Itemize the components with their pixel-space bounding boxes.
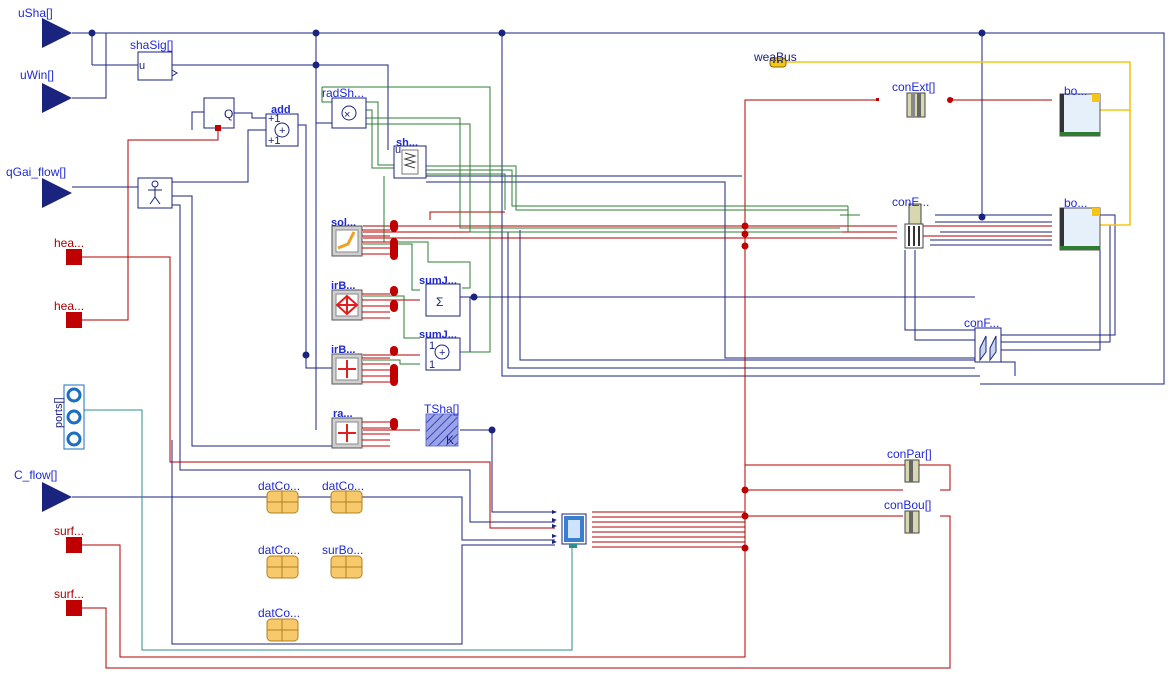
port-surf-2: surf... [54,587,84,616]
block-irB-1[interactable]: irB... [331,280,363,321]
block-conF[interactable]: conF... [964,316,1002,363]
input-C-flow: C_flow[] [14,468,72,512]
block-sumJ-1[interactable]: Σ sumJ... [419,275,461,317]
weather-bus[interactable]: weaBus [753,50,797,68]
label-sumJ-1: sumJ... [419,275,457,287]
navy-junctions [88,29,986,434]
fluid-ports: ports[] [53,384,85,450]
label-uSha: uSha[] [18,6,53,20]
label-sh-u: u [395,144,401,156]
label-TSha-unit: K [446,433,454,447]
record-datCo-1[interactable]: datCo... [258,479,300,514]
label-surf-2: surf... [54,587,84,601]
label-conPar: conPar[] [887,447,932,461]
block-bo-2[interactable]: bo... [1059,196,1101,251]
svg-text:+: + [279,125,285,137]
block-TSha[interactable]: TSha[] K [424,402,459,447]
label-datCo-2: datCo... [322,479,364,493]
label-sol: sol... [331,217,356,229]
label-bo-1: bo... [1064,84,1087,98]
record-datCo-3[interactable]: datCo... [258,543,300,579]
label-datCo-1: datCo... [258,479,300,493]
record-datCo-4[interactable]: datCo... [258,606,300,642]
block-air-volume[interactable] [552,510,587,548]
port-surf-1: surf... [54,524,84,553]
svg-text:×: × [344,109,350,121]
label-weaBus: weaBus [753,50,797,64]
solar-output-stubs [362,229,390,447]
label-datCo-4: datCo... [258,606,300,620]
label-radSh: radSh... [322,86,364,100]
label-ra: ra... [333,408,353,420]
label-irB-1: irB... [331,280,355,292]
label-C-flow: C_flow[] [14,468,57,482]
record-surBo[interactable]: surBo... [322,543,363,579]
label-sh: sh... [396,137,418,149]
label-shaSig-u: u [139,60,145,72]
label-ports: ports[] [53,397,65,428]
port-hea-1: hea... [54,236,84,265]
block-conE[interactable]: conE... [892,195,929,249]
teal-connections [84,409,573,651]
label-conBou: conBou[] [884,498,931,512]
block-radSh[interactable]: × radSh... [322,86,367,129]
block-ra[interactable]: ra... [331,408,363,449]
label-q: Q [224,107,233,121]
gold-connections [786,61,1131,226]
label-irB-2: irB... [331,344,355,356]
heat-port-bundles [390,220,398,430]
block-occupancy[interactable] [137,177,173,209]
label-add-plus2: +1 [268,135,281,147]
block-add[interactable]: add +1 +1 + [265,104,299,147]
block-sol[interactable]: sol... [331,217,363,257]
record-datCo-2[interactable]: datCo... [322,479,364,514]
label-add-plus1: +1 [268,113,281,125]
label-datCo-3: datCo... [258,543,300,557]
label-sumJ-2-in2: 1 [429,359,435,371]
svg-text:+: + [439,347,445,359]
svg-text:Σ: Σ [436,295,443,309]
block-q[interactable]: Q [203,97,235,131]
label-surf-1: surf... [54,524,84,538]
red-junctions [741,97,953,552]
label-hea-2: hea... [54,299,84,313]
navy-connections [72,32,1165,645]
label-TSha: TSha[] [424,402,459,416]
block-sh[interactable]: sh... u [393,137,427,179]
block-shaSig[interactable]: shaSig[] u [130,38,178,81]
green-connections [321,86,860,365]
label-sumJ-2: sumJ... [419,329,457,341]
label-hea-1: hea... [54,236,84,250]
label-shaSig: shaSig[] [130,38,173,52]
block-conPar[interactable]: conPar[] [887,447,932,483]
label-add: add [271,104,291,116]
label-conExt: conExt[] [892,80,935,94]
label-qGai-flow: qGai_flow[] [6,165,66,179]
block-irB-2[interactable]: irB... [331,344,363,385]
label-conF: conF... [964,316,999,330]
input-qGai-flow: qGai_flow[] [6,165,72,208]
label-conE: conE... [892,195,929,209]
block-conBou[interactable]: conBou[] [884,498,931,534]
port-hea-2: hea... [54,299,84,328]
label-surBo: surBo... [322,543,363,557]
block-bo-1[interactable]: bo... [1059,84,1101,137]
block-conExt[interactable]: conExt[] [876,80,953,118]
label-sumJ-2-in1: 1 [429,340,435,352]
block-sumJ-2[interactable]: + sumJ... 1 1 [419,329,461,371]
input-uSha: uSha[] [18,6,72,48]
red-connections [82,99,1052,669]
input-uWin: uWin[] [20,68,72,113]
label-bo-2: bo... [1064,196,1087,210]
label-uWin: uWin[] [20,68,54,82]
